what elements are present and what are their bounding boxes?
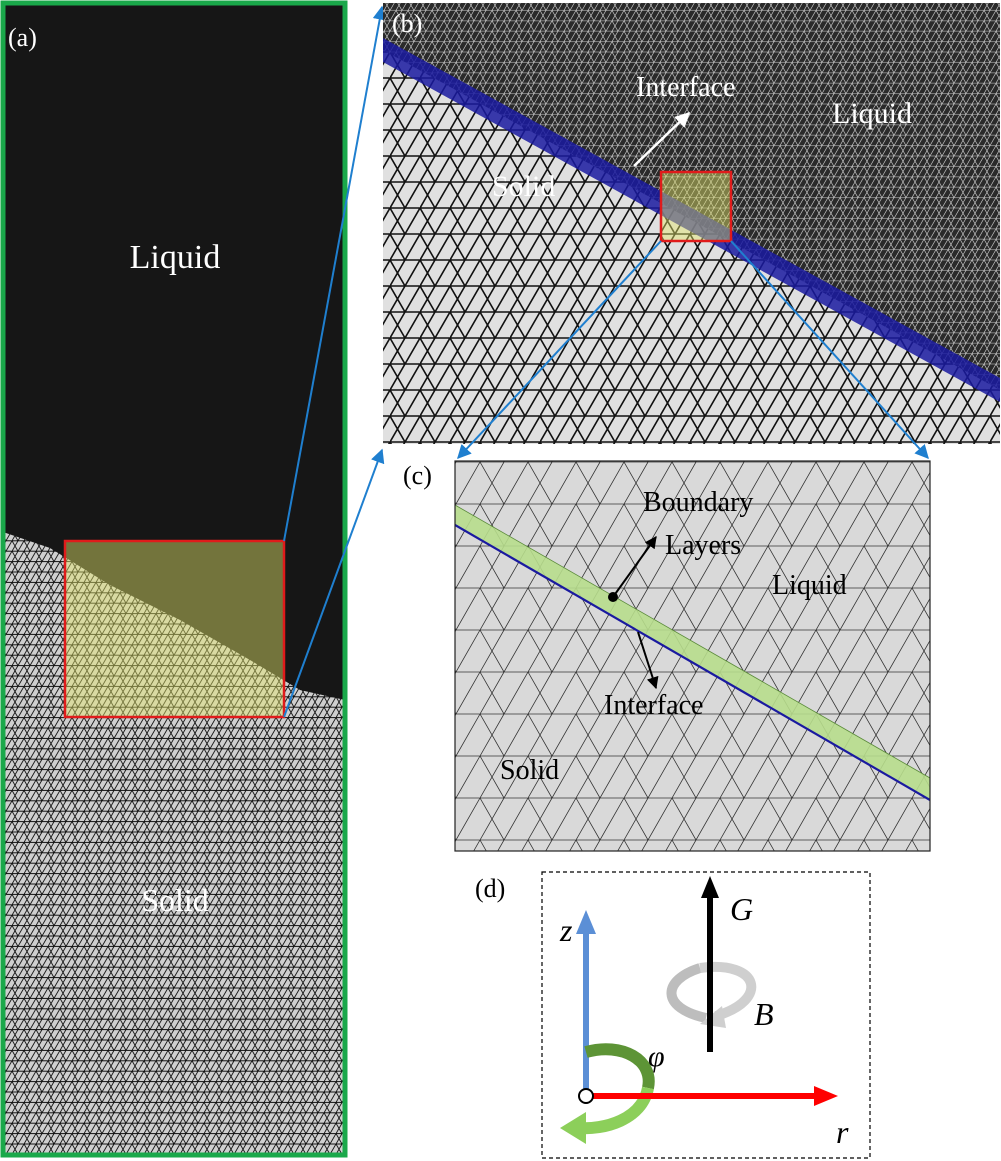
b-label: B: [754, 996, 774, 1032]
panel-c-solid-label: Solid: [500, 755, 559, 786]
zoom-highlight-box: [63, 539, 286, 719]
callout-line-b-to-c-right: [730, 240, 929, 460]
r-axis-arrowhead: [814, 1086, 838, 1106]
panel-c: (c) Boundary Layers Liquid Interface Sol…: [403, 460, 931, 852]
liquid-region: [3, 3, 345, 700]
callout-line-a-to-b-bottom: [283, 448, 385, 718]
interface-pointer-arrow: [633, 111, 691, 167]
z-axis-label: z: [559, 912, 573, 948]
b-field-arc-back: [666, 963, 708, 1023]
interface-pointer-arrow-c: [637, 631, 659, 690]
interface-line: [455, 524, 930, 801]
boundary-label-line2: Layers: [665, 530, 741, 561]
zoom-highlight-box-b: [659, 170, 733, 243]
boundary-label-line1: Boundary: [643, 487, 753, 518]
boundary-pointer-arrow: [612, 536, 657, 598]
panel-c-tag: (c): [403, 461, 432, 490]
panel-c-liquid-label: Liquid: [772, 570, 847, 601]
panel-d: (d) z G B φ r: [475, 871, 871, 1159]
panel-a-solid-label: Solid: [141, 882, 209, 918]
panel-d-tag: (d): [475, 874, 505, 903]
panel-a-tag: (a): [8, 23, 37, 52]
r-axis-label: r: [836, 1114, 849, 1150]
panel-a-liquid-label: Liquid: [130, 239, 221, 276]
panel-c-frame: [454, 460, 931, 852]
g-arrowhead: [701, 876, 719, 898]
panel-c-interface-label: Interface: [604, 690, 703, 721]
panel-b-liquid-label: Liquid: [832, 97, 912, 130]
origin-marker: [578, 1088, 594, 1104]
g-label: G: [730, 891, 753, 927]
domain-border: [0, 0, 348, 1158]
interface-band: [383, 38, 1000, 402]
boundary-layers-band: [455, 504, 930, 801]
phi-arc-back: [584, 1043, 655, 1090]
panel-b-tag: (b): [392, 9, 422, 38]
phi-arrowhead: [560, 1112, 586, 1144]
z-axis-arrowhead: [576, 910, 596, 934]
panel-a: (a) Liquid Solid: [0, 0, 348, 1158]
panel-b: (b) Interface Liquid Solid: [383, 3, 1000, 444]
panel-b-interface-label: Interface: [636, 72, 735, 103]
b-field-arc: [699, 961, 757, 1021]
callout-line-a-to-b-top: [283, 5, 387, 542]
panel-b-solid-label: Solid: [492, 170, 555, 203]
callout-line-b-to-c-left: [457, 240, 662, 460]
boundary-pointer-dot: [608, 592, 618, 602]
phi-label: φ: [648, 1040, 665, 1073]
